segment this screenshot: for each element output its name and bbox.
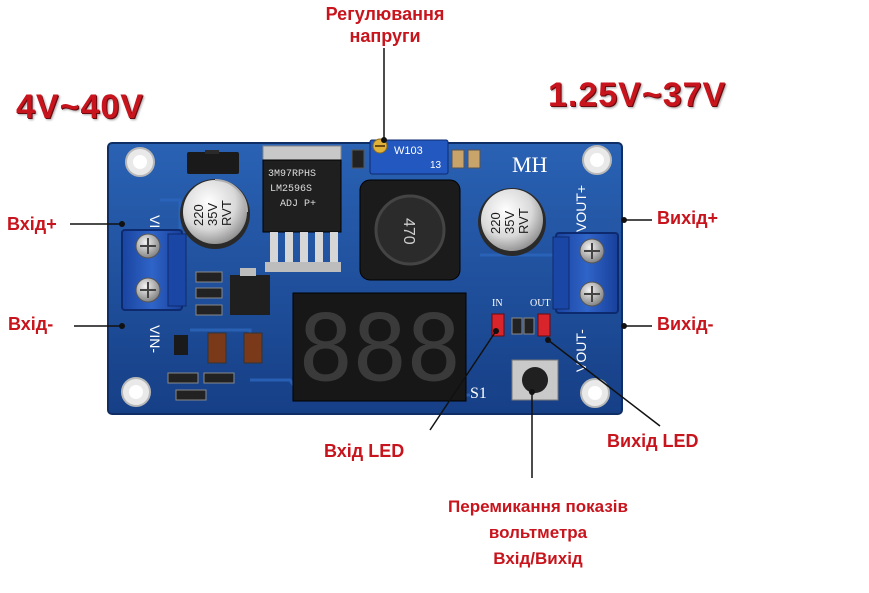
brand-silk: MH [512,152,548,177]
inductor-marking: 470 [400,218,417,245]
capacitor-label-3: RVT [516,208,531,234]
capacitor-label-1: 220 [488,212,503,234]
output-plus-label: Вихід+ [657,208,719,228]
pot-sub-label: 13 [430,160,442,171]
vout-minus-silk: VOUT- [573,329,589,372]
input-led-label: Вхід LED [324,441,405,461]
input-minus-label: Вхід- [8,314,54,334]
chip-marking-3: ADJ P+ [280,199,316,210]
input-range-label: 4V~40V [16,88,144,126]
output-led [537,313,551,337]
input-capacitor: 220 35V RVT [180,179,250,249]
pot-code-label: W103 [394,145,423,157]
annotation-dots [119,137,627,395]
output-led-label: Вихід LED [607,431,699,451]
toggle-switch-button[interactable] [511,359,559,401]
output-capacitor: 220 35V RVT [478,188,546,256]
capacitor-label-1: 220 [191,204,206,226]
mounting-hole-icon [125,147,155,177]
capacitor-label-3: RVT [219,200,234,226]
display-digit-3: 8 [406,295,461,402]
mounting-hole-icon [580,378,610,408]
input-terminal-block [121,229,187,311]
button-silk: S1 [470,385,487,402]
title-label: Регулювання напруги [290,3,480,47]
regulator-chip: 3M97RPHS LM2596S ADJ P+ [262,145,342,272]
vout-plus-silk: VOUT+ [573,185,589,232]
annotation-lines [70,48,661,478]
diode-component [187,152,239,174]
capacitor-label-2: 35V [205,203,220,226]
trimmer-potentiometer: W103 13 [369,138,449,175]
vin-minus-silk: VIN- [147,325,163,353]
chip-marking-1: 3M97RPHS [268,169,316,180]
switch-caption-line-1: Перемикання показів [448,497,628,516]
title-line-2: напруги [349,26,421,46]
inductor-coil: 470 [359,179,461,281]
output-range-label: 1.25V~37V [548,76,727,114]
display-digit-2: 8 [352,295,407,402]
chip-marking-2: LM2596S [270,184,312,195]
output-minus-label: Вихід- [657,314,714,334]
in-silk: IN [492,298,503,309]
voltmeter-display: 8 8 8 [292,292,467,402]
title-line-1: Регулювання [325,4,445,24]
switch-caption: Перемикання показів вольтметра Вхід/Вихі… [400,494,676,572]
mounting-hole-icon [121,377,151,407]
display-digit-1: 8 [298,295,353,402]
input-plus-label: Вхід+ [7,214,57,234]
switch-caption-line-3: Вхід/Вихід [493,549,583,568]
switch-caption-line-2: вольтметра [488,523,588,542]
out-silk: OUT [530,298,551,309]
output-terminal-block [552,232,619,314]
capacitor-label-2: 35V [502,211,517,234]
mounting-hole-icon [582,145,612,175]
